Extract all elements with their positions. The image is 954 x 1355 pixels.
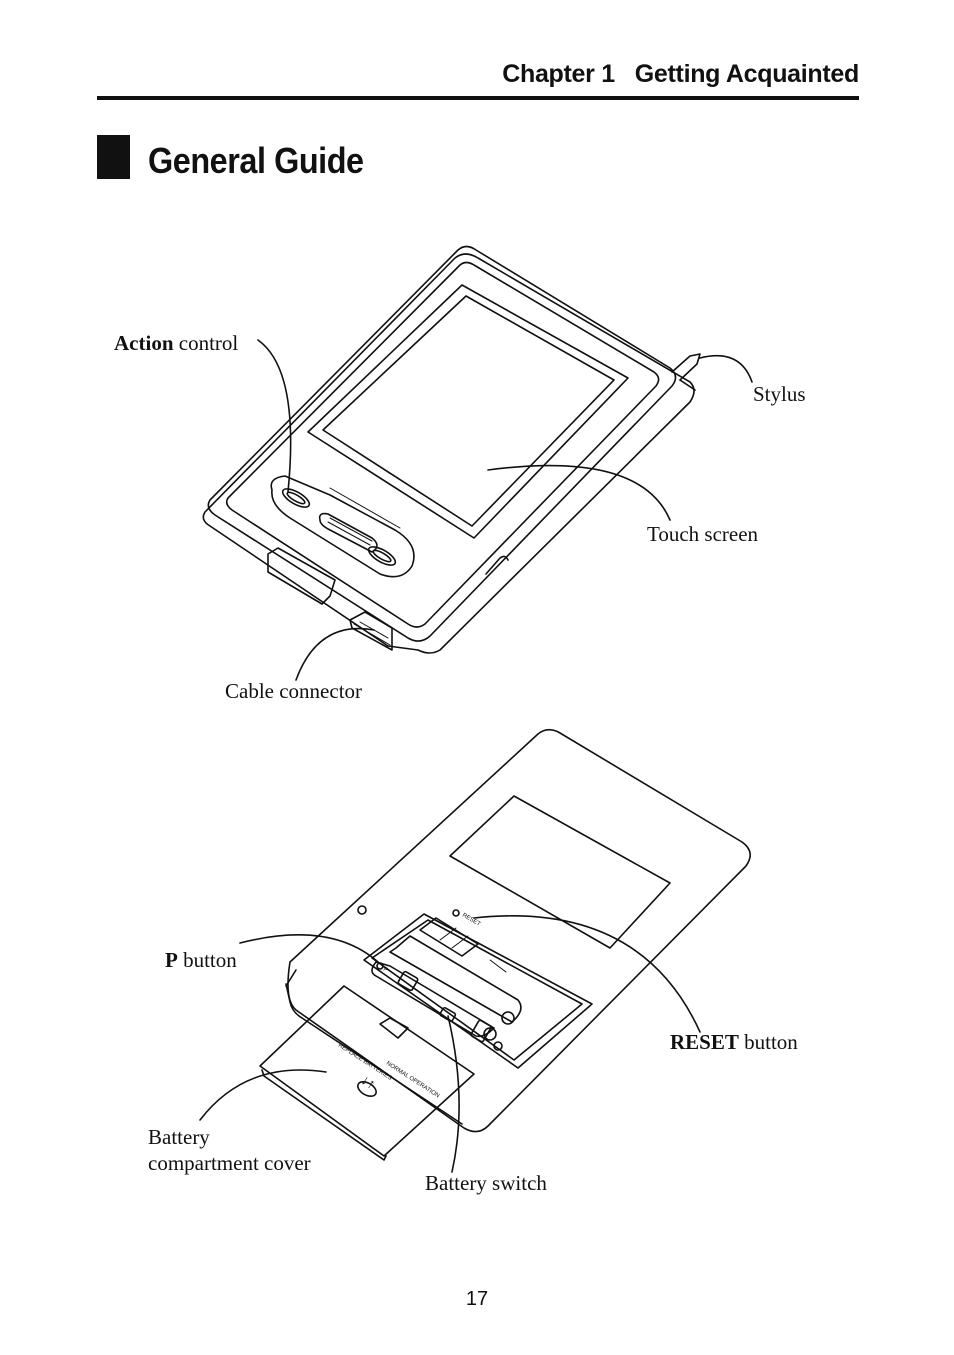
label-stylus: Stylus xyxy=(753,382,806,406)
chapter-heading: Chapter 1 Getting Acquainted xyxy=(502,60,859,88)
section-marker xyxy=(97,135,130,179)
leader-action-control xyxy=(257,339,292,493)
marking-arrows: ↓↑ xyxy=(358,1073,378,1093)
leader-stylus xyxy=(699,354,753,383)
label-cable-connector: Cable connector xyxy=(225,679,363,703)
battery-compartment-cover xyxy=(259,985,475,1157)
chapter-header: Chapter 1 Getting Acquainted xyxy=(97,58,859,98)
p-button xyxy=(376,962,384,970)
leader-reset-button xyxy=(473,915,701,1033)
touch-screen xyxy=(307,284,629,539)
label-p-button: P button xyxy=(165,948,237,972)
page-number: 17 xyxy=(465,1288,489,1310)
page-title: General Guide xyxy=(148,140,364,181)
marking-normal-operation: NORMAL OPERATION xyxy=(385,1061,440,1100)
reset-button xyxy=(452,909,460,917)
device-rear-view xyxy=(259,728,751,1161)
label-action-control: Action control xyxy=(114,331,239,355)
label-touch-screen: Touch screen xyxy=(647,522,759,546)
battery-switch xyxy=(439,1006,457,1022)
leader-touch-screen xyxy=(487,464,671,521)
leader-cable-connector xyxy=(295,627,375,681)
label-reset-button: RESET button xyxy=(670,1030,798,1054)
marking-reset: RESET xyxy=(461,913,482,928)
action-control xyxy=(270,475,415,578)
leader-battery-switch xyxy=(447,1015,460,1173)
cable-connector xyxy=(353,623,391,646)
device-front-view xyxy=(202,245,701,654)
header-rule xyxy=(97,96,859,100)
label-battery-compartment-cover: Battery compartment cover xyxy=(148,1125,311,1175)
leader-p-button xyxy=(239,934,379,963)
marking-p: P xyxy=(382,967,388,974)
stylus xyxy=(671,353,701,381)
label-battery-switch: Battery switch xyxy=(425,1171,547,1195)
leader-battery-cover xyxy=(199,1069,327,1121)
